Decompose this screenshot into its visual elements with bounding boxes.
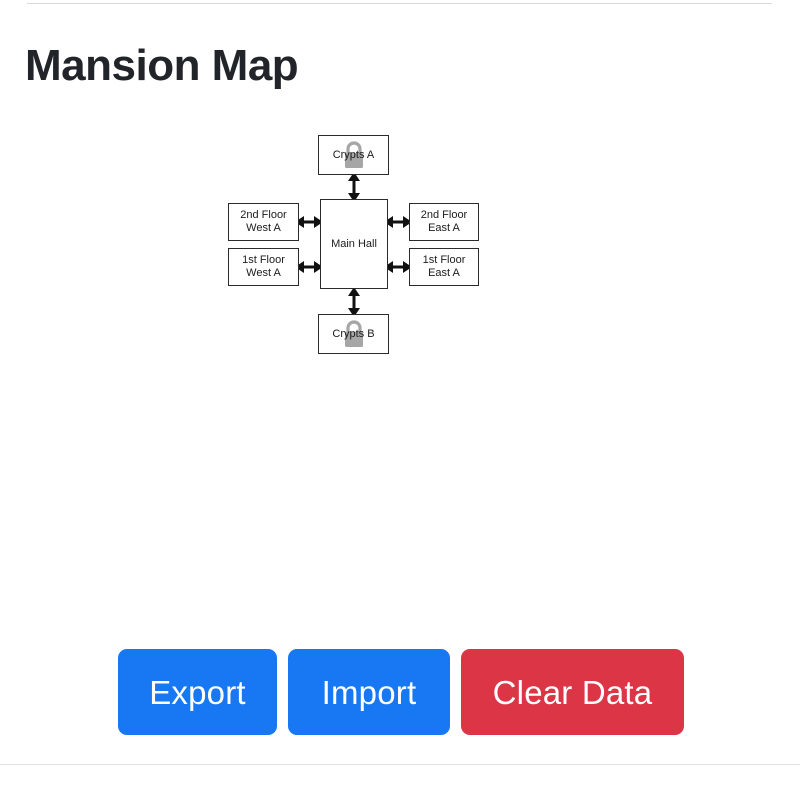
map-node-crypts-a[interactable]: Crypts A [318, 135, 389, 175]
map-node-1st-floor-east-a[interactable]: 1st Floor East A [409, 248, 479, 286]
connector-main-hall-1f-east-a [384, 261, 412, 273]
clear-data-button[interactable]: Clear Data [461, 649, 684, 735]
connector-1f-west-a-main-hall [295, 261, 323, 273]
export-button[interactable]: Export [118, 649, 277, 735]
padlock-icon [344, 141, 363, 168]
footer-divider [0, 764, 800, 765]
map-node-main-hall[interactable]: Main Hall [320, 199, 388, 289]
map-node-label: 1st Floor West A [242, 254, 285, 279]
page-title: Mansion Map [25, 41, 299, 90]
padlock-icon [344, 320, 363, 347]
header-divider [27, 3, 772, 4]
map-node-label: Crypts B [332, 327, 375, 340]
mansion-map-canvas: Crypts A 2nd Floor West A 1st Floor West… [228, 135, 479, 354]
map-node-2nd-floor-east-a[interactable]: 2nd Floor East A [409, 203, 479, 241]
map-node-label: 2nd Floor East A [420, 209, 468, 234]
connector-main-hall-2f-east-a [384, 216, 412, 228]
map-node-label: 1st Floor East A [422, 254, 466, 279]
import-button[interactable]: Import [288, 649, 450, 735]
map-node-label: 2nd Floor West A [240, 209, 287, 234]
map-node-label: Crypts A [332, 148, 375, 161]
footer-area [0, 765, 800, 789]
map-node-2nd-floor-west-a[interactable]: 2nd Floor West A [228, 203, 299, 241]
map-node-1st-floor-west-a[interactable]: 1st Floor West A [228, 248, 299, 286]
connector-main-hall-crypts-b [348, 287, 360, 317]
connector-main-hall-crypts-a [348, 172, 360, 202]
connector-2f-west-a-main-hall [295, 216, 323, 228]
map-node-label: Main Hall [331, 237, 377, 250]
action-button-bar: Export Import Clear Data [118, 649, 684, 735]
map-node-crypts-b[interactable]: Crypts B [318, 314, 389, 354]
